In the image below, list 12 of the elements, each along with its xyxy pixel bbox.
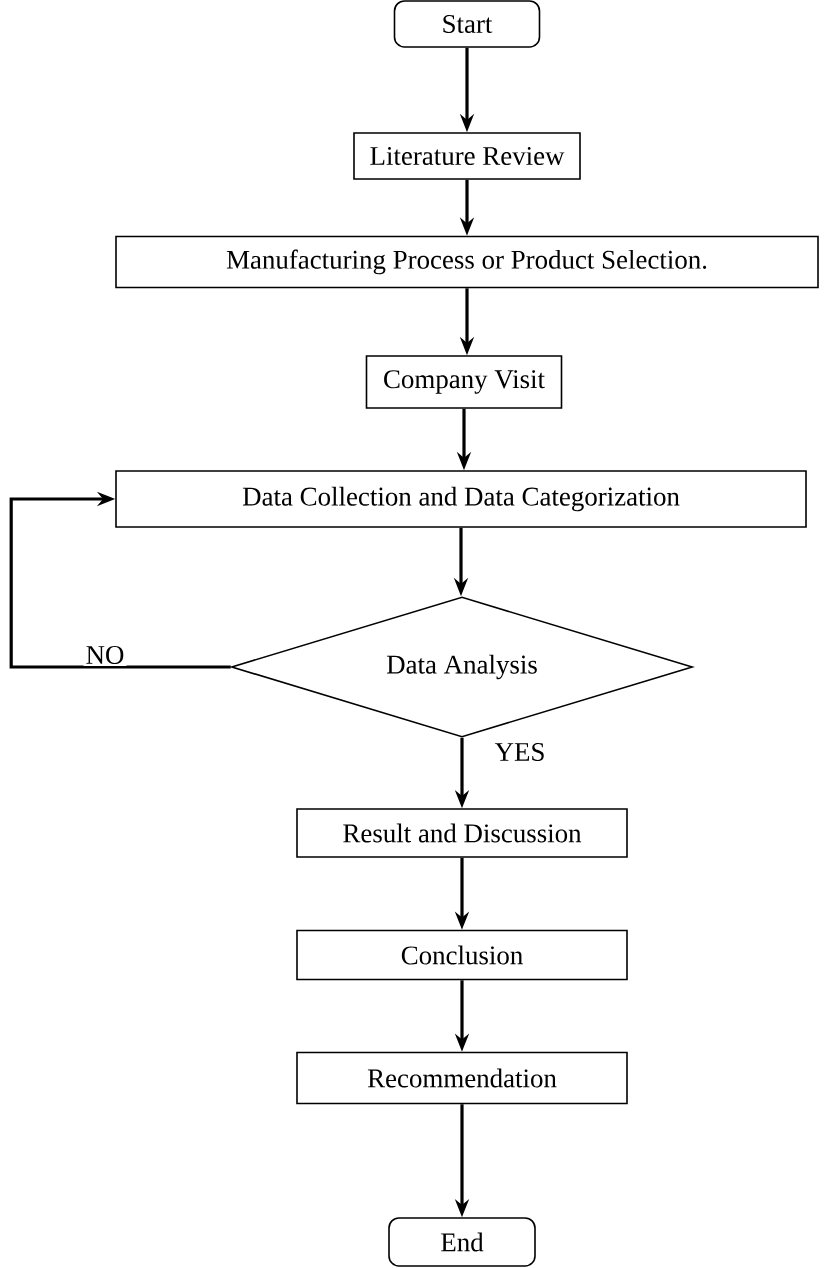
arrow <box>9 491 231 669</box>
process-box: Result and Discussion <box>296 808 628 858</box>
process-box: Data Collection and Data Categorization <box>115 470 807 528</box>
process-box: Company Visit <box>365 355 563 409</box>
terminal-box: End <box>388 1217 536 1267</box>
edge-label: NO <box>83 643 127 667</box>
process-box: Conclusion <box>296 929 628 981</box>
process-box: Manufacturing Process or Product Selection. <box>115 235 819 289</box>
edge-label: YES <box>492 740 548 764</box>
process-box: Recommendation <box>296 1051 628 1105</box>
terminal-box: Start <box>393 0 541 48</box>
process-box: Literature Review <box>353 132 581 180</box>
